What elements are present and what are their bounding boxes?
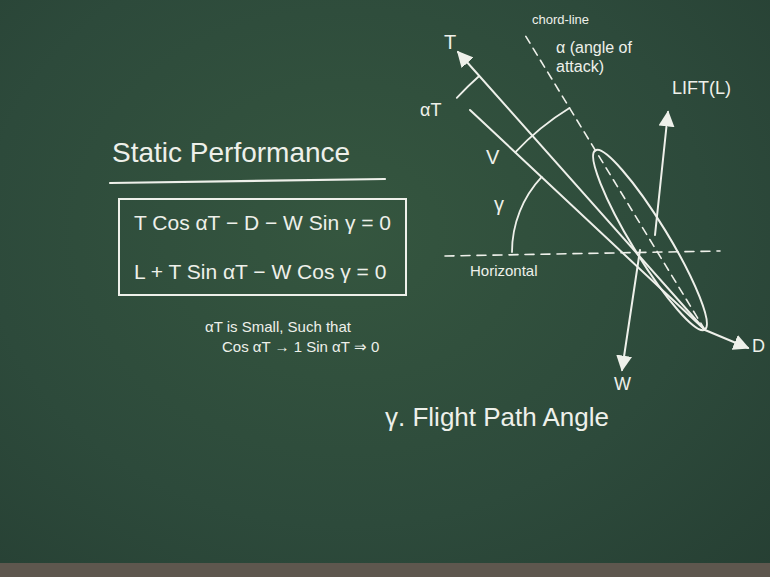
equation-box: T Cos αT − D − W Sin γ = 0 L + T Sin αT −…	[118, 198, 407, 296]
annotation: αT is Small, Such that	[205, 318, 351, 336]
gamma-arc	[512, 177, 542, 252]
annotation: αT	[420, 100, 441, 122]
annotation: W	[614, 374, 631, 396]
title-underline	[110, 179, 385, 183]
annotation: γ	[494, 192, 504, 216]
annotation: chord-line	[532, 12, 589, 28]
thrust-arrow	[458, 52, 705, 330]
board-title: Static Performance	[112, 136, 350, 170]
annotation: V	[486, 145, 499, 169]
annotation: LIFT(L)	[672, 78, 731, 100]
drag-arrow	[705, 330, 748, 348]
chalk-rail	[0, 563, 770, 577]
annotation: γ. Flight Path Angle	[385, 402, 609, 433]
velocity-line	[470, 110, 705, 330]
weight-arrow	[622, 250, 640, 370]
annotation: T	[444, 30, 456, 54]
lift-arrow	[655, 112, 668, 235]
equation: T Cos αT − D − W Sin γ = 0	[134, 210, 391, 235]
alpha-arc	[515, 108, 569, 152]
annotation: α (angle of attack)	[556, 38, 668, 76]
equation: L + T Sin αT − W Cos γ = 0	[134, 259, 391, 284]
alpha-t-arc	[457, 76, 479, 98]
annotation: Cos αT → 1 Sin αT ⇒ 0	[222, 338, 379, 356]
annotation: Horizontal	[470, 262, 538, 280]
annotation: D	[752, 336, 765, 358]
